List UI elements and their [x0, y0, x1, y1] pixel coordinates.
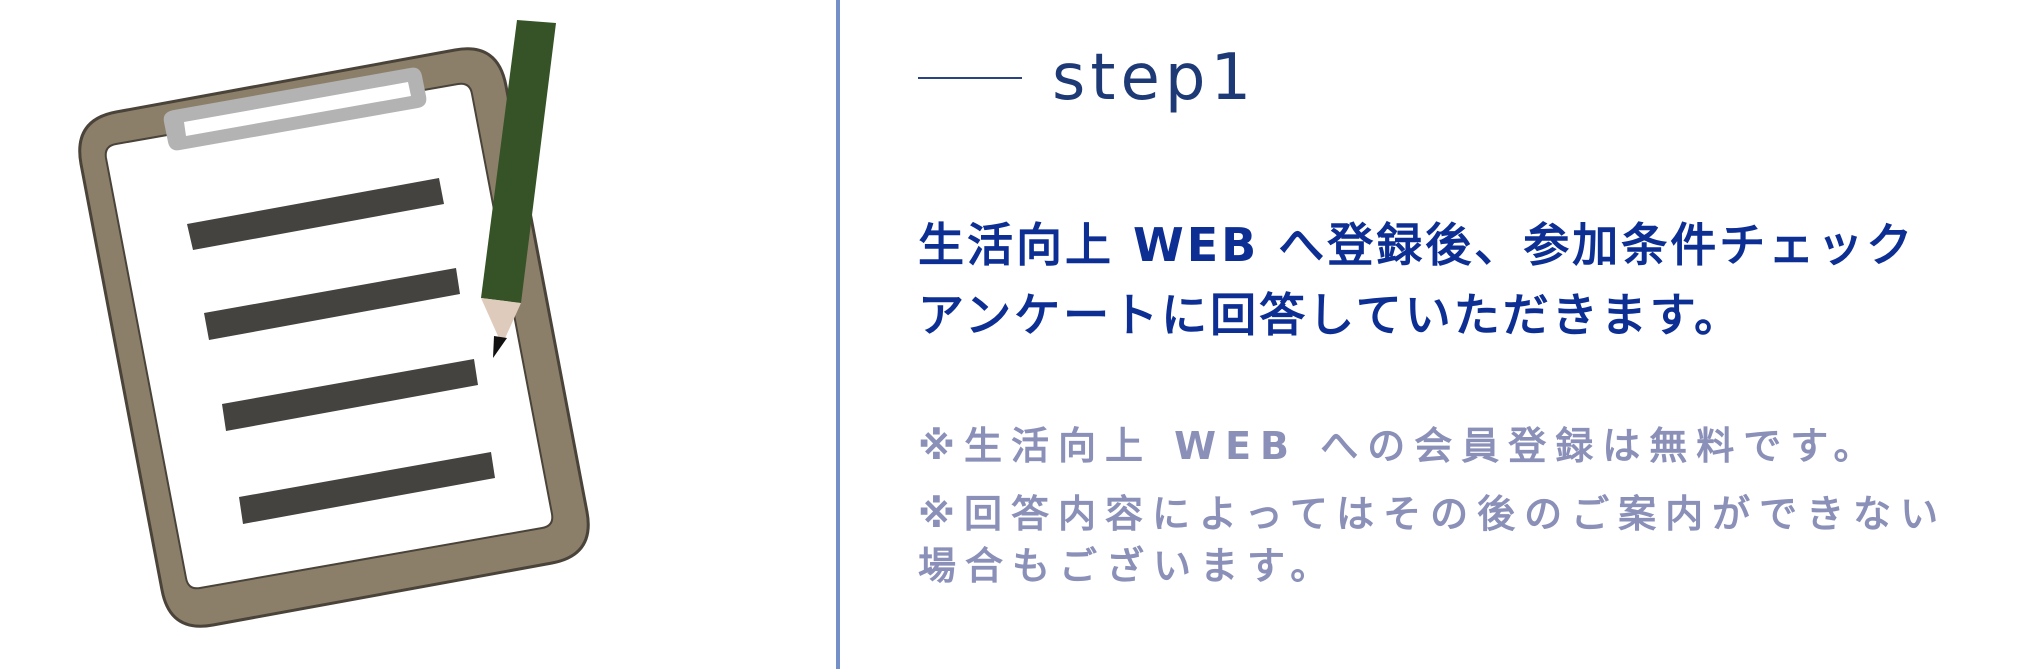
clipboard-paper	[104, 82, 554, 590]
pencil-tip	[493, 336, 507, 358]
notes: ※生活向上 WEB への会員登録は無料です。 ※回答内容によってはその後のご案内…	[918, 420, 2018, 592]
step-heading-line-2: アンケートに回答していただきます。	[918, 288, 1744, 342]
clipboard-clip-inner	[184, 82, 411, 136]
step-rule	[918, 77, 1022, 79]
paper-line-4	[239, 452, 495, 524]
clipboard-with-pencil-icon	[78, 20, 590, 628]
clipboard-pencil-illustration	[60, 0, 620, 669]
note-line: 場合もございます。	[918, 544, 1338, 588]
paper-line-2	[204, 268, 460, 340]
step-label: step1	[1052, 41, 1257, 115]
note-guidance-unavailable: ※回答内容によってはその後のご案内ができない 場合もございます。	[918, 488, 2018, 592]
step-heading-line-1: 生活向上 WEB へ登録後、参加条件チェック	[918, 218, 1916, 272]
vertical-divider	[836, 0, 840, 669]
paper-line-3	[222, 359, 478, 431]
paper-line-1	[187, 178, 444, 250]
pencil-wood	[481, 298, 521, 345]
note-line: ※回答内容によってはその後のご案内ができない	[918, 492, 1948, 536]
note-line: ※生活向上 WEB への会員登録は無料です。	[918, 424, 1881, 468]
pencil-icon	[481, 20, 556, 358]
note-registration-free: ※生活向上 WEB への会員登録は無料です。	[918, 420, 2018, 472]
pencil-body	[481, 20, 556, 303]
step-heading: 生活向上 WEB へ登録後、参加条件チェック アンケートに回答していただきます。	[918, 210, 2023, 350]
step-content: step1 生活向上 WEB へ登録後、参加条件チェック アンケートに回答してい…	[918, 0, 2018, 669]
step-header: step1	[918, 38, 1256, 118]
